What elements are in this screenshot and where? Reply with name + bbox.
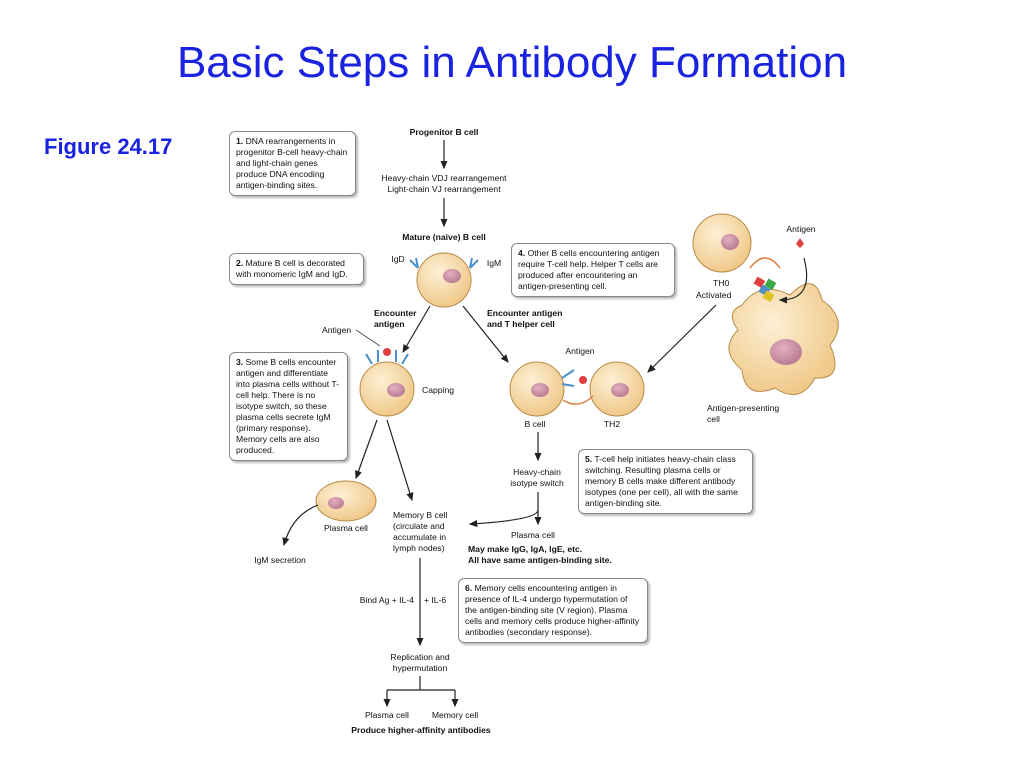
vdj-label-2: Light-chain VJ rearrangement	[387, 184, 501, 194]
replication-label-1: Replication and	[390, 652, 449, 662]
plasma-cell-mid-label: Plasma cell	[511, 530, 555, 540]
replication-label-2: hypermutation	[393, 663, 448, 673]
capping-label: Capping	[422, 385, 454, 395]
arrow-to-capping	[402, 305, 431, 354]
memory-cell-bottom-label: Memory cell	[432, 710, 478, 720]
step-2-number: 2.	[236, 258, 244, 268]
hc-label-2: isotype switch	[510, 478, 564, 488]
igm-label: IgM	[487, 258, 501, 268]
bcell-label: B cell	[524, 419, 545, 429]
vdj-label-1: Heavy-chain VDJ rearrangement	[381, 173, 507, 183]
igd-label: IgD	[391, 254, 404, 264]
b-cell-th2-pair	[509, 361, 645, 417]
capping-cell	[359, 348, 415, 417]
encounter-label-1: Encounter	[374, 308, 417, 318]
step-3-number: 3.	[236, 357, 244, 367]
step-6-box: 6. Memory cells encountering antigen in …	[458, 578, 648, 643]
il6-label: + IL-6	[424, 595, 446, 605]
step-1-text: DNA rearrangements in progenitor B-cell …	[236, 136, 348, 190]
produce-label: Produce higher-affinity antibodies	[351, 725, 491, 735]
mature-b-cell	[409, 252, 479, 308]
progenitor-label: Progenitor B cell	[410, 127, 479, 137]
antigen-mid-label: Antigen	[565, 346, 594, 356]
step-4-box: 4. Other B cells encountering antigen re…	[511, 243, 675, 297]
step-5-text: T-cell help initiates heavy-chain class …	[585, 454, 738, 508]
encounter-label-2: antigen	[374, 319, 405, 329]
bind-ag-label: Bind Ag + IL-4	[360, 595, 414, 605]
encounter-t-label-1: Encounter antigen	[487, 308, 562, 318]
plasma-cell-left-label: Plasma cell	[324, 523, 368, 533]
th2-label: TH2	[604, 419, 620, 429]
step-6-text: Memory cells encountering antigen in pre…	[465, 583, 640, 637]
step-6-number: 6.	[465, 583, 473, 593]
step-3-text: Some B cells encounter antigen and diffe…	[236, 357, 340, 455]
figure-label: Figure 24.17	[44, 134, 173, 159]
arrow-to-bcell	[462, 305, 509, 363]
hc-label-1: Heavy-chain	[513, 467, 561, 477]
arrow-to-memory-switch	[468, 492, 539, 528]
memory-label-4: lymph nodes)	[393, 543, 445, 553]
antigen-presenting-cell	[728, 257, 839, 396]
arrow-antigen-uptake	[778, 257, 808, 304]
step-5-box: 5. T-cell help initiates heavy-chain cla…	[578, 449, 753, 514]
th0-label: TH0	[713, 278, 729, 288]
memory-label-3: accumulate in	[393, 532, 446, 542]
antigen-left-leader	[355, 329, 381, 347]
memory-label-1: Memory B cell	[393, 510, 448, 520]
step-4-number: 4.	[518, 248, 526, 258]
activated-label: Activated	[696, 290, 732, 300]
memory-label-2: (circulate and	[393, 521, 445, 531]
arrow-igm-secretion	[282, 504, 319, 547]
antigen-right-label: Antigen	[786, 224, 815, 234]
arrow-to-memory	[386, 419, 414, 502]
step-2-box: 2. Mature B cell is decorated with monom…	[229, 253, 364, 285]
slide-title: Basic Steps in Antibody Formation	[176, 38, 848, 87]
plasma-cell-bottom-label: Plasma cell	[365, 710, 409, 720]
encounter-t-label-2: and T helper cell	[487, 319, 555, 329]
all-have-label: All have same antigen-binding site.	[468, 555, 612, 565]
arrow-th0-to-th2	[647, 304, 717, 373]
may-make-label: May make IgG, IgA, IgE, etc.	[468, 544, 582, 554]
step-1-number: 1.	[236, 136, 244, 146]
apc-label-2: cell	[707, 414, 720, 424]
step-4-text: Other B cells encountering antigen requi…	[518, 248, 660, 291]
igm-secretion-label: IgM secretion	[254, 555, 306, 565]
step-1-box: 1. DNA rearrangements in progenitor B-ce…	[229, 131, 356, 196]
antigen-left-label: Antigen	[322, 325, 351, 335]
step-2-text: Mature B cell is decorated with monomeri…	[236, 258, 348, 279]
step-5-number: 5.	[585, 454, 593, 464]
step-3-box: 3. Some B cells encounter antigen and di…	[229, 352, 348, 461]
antigen-icon	[796, 238, 804, 248]
plasma-cell-left	[315, 480, 377, 522]
split-connector	[387, 676, 455, 691]
mature-label: Mature (naive) B cell	[402, 232, 486, 242]
apc-label-1: Antigen-presenting	[707, 403, 779, 413]
th0-cell	[692, 213, 752, 273]
arrow-to-plasma-left	[355, 419, 378, 480]
